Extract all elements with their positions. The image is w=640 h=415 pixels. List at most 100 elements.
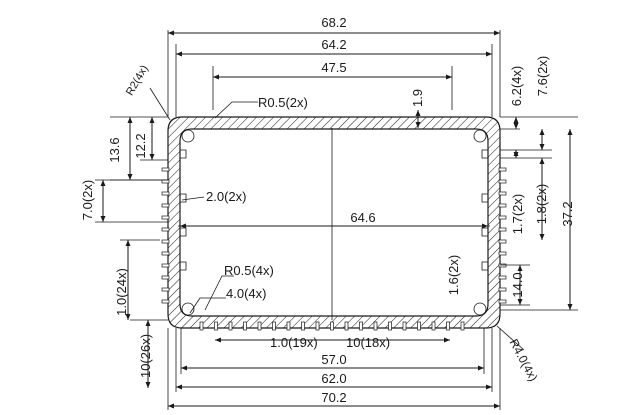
slot-left-upper-a <box>180 149 187 159</box>
screw-boss-bottom-left <box>181 302 195 316</box>
dim-right-slot-gap: 1.8(2x) <box>534 184 549 224</box>
arrowhead <box>168 30 174 36</box>
fin-bottom <box>330 321 334 331</box>
arrowhead <box>181 365 187 371</box>
arrowhead <box>176 384 182 390</box>
arrowhead <box>100 216 106 222</box>
arrowhead <box>168 403 174 409</box>
arrowhead <box>494 30 500 36</box>
arrowhead <box>215 337 221 343</box>
dim-fin-thickness-left: 1.0(24x) <box>114 268 129 316</box>
arrowhead <box>486 51 492 57</box>
leader-4-0 <box>189 297 226 314</box>
fin-left <box>161 263 170 268</box>
fin-left <box>161 203 170 208</box>
fin-bottom <box>243 321 247 331</box>
dim-left-upper-12-2: 12.2 <box>133 133 148 158</box>
arrowhead <box>567 129 573 135</box>
dim-overall-width-bottom: 70.2 <box>321 390 346 405</box>
fin-right <box>498 191 507 196</box>
fin-right <box>498 251 507 256</box>
arrowhead <box>145 382 151 388</box>
fin-right <box>498 167 507 172</box>
fin-bottom <box>446 321 450 331</box>
arrowhead <box>149 117 155 123</box>
slot-left-mid <box>180 227 187 237</box>
arrowhead <box>517 265 523 271</box>
arrowhead <box>513 152 519 158</box>
fin-bottom <box>388 321 392 331</box>
extension-lines <box>95 30 578 410</box>
dim-top-recess: 47.5 <box>321 60 346 75</box>
arrowhead <box>149 154 155 160</box>
housing-outer-edge <box>167 116 501 329</box>
arrowhead <box>539 144 545 150</box>
arrowhead <box>176 51 182 57</box>
dim-fin-pitch: 4.0(4x) <box>226 286 266 301</box>
arrowhead <box>415 110 421 116</box>
leader-r05-top <box>214 101 258 119</box>
fin-left <box>161 167 170 172</box>
fin-right <box>498 287 507 292</box>
fin-right <box>498 239 507 244</box>
arrowhead <box>444 337 450 343</box>
fin-bottom <box>417 321 421 331</box>
arrowhead <box>517 299 523 305</box>
dim-top-wall: 1.9 <box>410 89 425 107</box>
arrowhead <box>127 117 133 123</box>
arrowhead <box>446 74 452 80</box>
fin-bottom <box>431 321 436 331</box>
dim-bottom-57: 57.0 <box>321 352 346 367</box>
fin-bottom <box>460 321 465 331</box>
dim-right-wall-top: 6.2(4x) <box>509 66 524 106</box>
radius-corner-outer: R4.0(4x) <box>507 337 541 384</box>
arrowhead <box>145 320 151 326</box>
arrowhead <box>539 234 545 240</box>
fin-left <box>161 227 170 232</box>
fin-left <box>161 239 170 244</box>
fin-bottom <box>402 321 407 331</box>
fin-bottom <box>373 321 378 331</box>
arrowhead <box>539 158 545 164</box>
fin-bottom <box>359 321 363 331</box>
fin-bottom <box>272 321 276 331</box>
arrowhead <box>478 365 484 371</box>
fin-right <box>498 179 507 184</box>
fin-right <box>498 275 507 280</box>
leader-r4-0 <box>496 325 525 351</box>
fin-right <box>498 215 507 220</box>
fin-left <box>161 179 170 184</box>
leader-2-0 <box>181 196 205 201</box>
dim-right-lower-14: 14.0 <box>510 272 525 297</box>
arrowhead <box>539 129 545 135</box>
screw-boss-top-left <box>181 129 195 143</box>
arrowhead <box>125 240 131 246</box>
housing-profile <box>167 116 501 329</box>
dimension-labels: 68.2 64.2 47.5 1.9 R0.5(2x) R2(4x) 6.2(4… <box>80 15 575 405</box>
fin-bottom <box>228 321 233 331</box>
fin-bottom <box>199 321 204 331</box>
fin-right <box>498 263 507 268</box>
radius-corner-inner: R2(4x) <box>124 63 151 98</box>
dim-overall-height: 37.2 <box>560 201 575 226</box>
housing-inner-edge <box>179 128 489 317</box>
slot-right-upper-b <box>481 193 488 203</box>
dim-fin-count-left: 10(26x) <box>138 334 153 378</box>
arrowhead <box>482 223 488 229</box>
fin-left <box>161 275 170 280</box>
fin-right <box>498 227 507 232</box>
arrowhead <box>494 403 500 409</box>
arrowhead <box>567 304 573 310</box>
leader-r2 <box>149 87 171 121</box>
arrowhead <box>415 122 421 128</box>
dim-bottom-62: 62.0 <box>321 371 346 386</box>
radius-bottom-fin: R0.5(4x) <box>224 263 274 278</box>
screw-boss-bottom-right <box>473 302 487 316</box>
fin-right <box>498 299 507 304</box>
dim-left-slot-pitch: 7.0(2x) <box>80 180 95 220</box>
fin-left <box>161 287 170 292</box>
dim-inner-width-mid: 64.6 <box>350 210 375 225</box>
arrowhead <box>127 174 133 180</box>
fin-bottom <box>286 321 291 331</box>
